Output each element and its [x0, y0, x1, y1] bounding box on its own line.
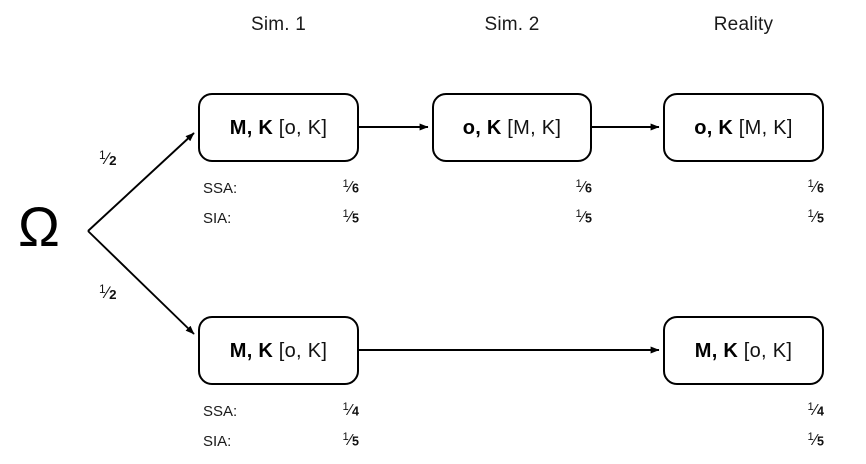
metric-value-ssa-top-sim1: 1⁄6: [342, 178, 360, 196]
metric-label-sia-top: SIA:: [203, 210, 232, 227]
node-box-bottom-reality[interactable]: M, K [o, K]: [663, 316, 824, 385]
node-box-top-sim1[interactable]: M, K [o, K]: [198, 93, 359, 162]
fraction-one-half-upper: 1⁄2: [99, 148, 117, 169]
metric-value-sia-bottom-sim1: 1⁄5: [342, 431, 360, 449]
metric-label-sia-bottom: SIA:: [203, 433, 232, 450]
metric-label-ssa-top: SSA:: [203, 180, 238, 197]
node-box-bottom-reality-text: M, K [o, K]: [694, 339, 793, 362]
column-header-reality: Reality: [713, 14, 774, 35]
node-box-top-sim2[interactable]: o, K [M, K]: [432, 93, 592, 162]
metric-value-ssa-top-reality: 1⁄6: [807, 178, 825, 196]
node-box-top-reality[interactable]: o, K [M, K]: [663, 93, 824, 162]
node-box-top-reality-text: o, K [M, K]: [694, 116, 793, 139]
column-header-sim1: Sim. 1: [250, 14, 307, 35]
metric-value-sia-top-sim1: 1⁄5: [342, 208, 360, 226]
node-box-bottom-sim1-text: M, K [o, K]: [229, 339, 328, 362]
metric-value-ssa-top-sim2: 1⁄6: [575, 178, 593, 196]
metric-value-sia-top-reality: 1⁄5: [807, 208, 825, 226]
metric-label-ssa-bottom: SSA:: [203, 403, 238, 420]
branch-probability-lower: 1⁄2: [99, 282, 117, 303]
branch-edge-upper: [87, 132, 195, 232]
branch-probability-upper: 1⁄2: [99, 148, 117, 169]
metric-value-sia-bottom-reality: 1⁄5: [807, 431, 825, 449]
metric-value-ssa-bottom-reality: 1⁄4: [807, 401, 825, 419]
root-node-omega: Ω: [18, 195, 60, 258]
node-box-top-sim2-text: o, K [M, K]: [462, 116, 562, 139]
node-box-top-sim1-text: M, K [o, K]: [229, 116, 328, 139]
column-header-sim2: Sim. 2: [484, 14, 540, 35]
metric-value-ssa-bottom-sim1: 1⁄4: [342, 401, 360, 419]
metric-value-sia-top-sim2: 1⁄5: [575, 208, 593, 226]
node-box-bottom-sim1[interactable]: M, K [o, K]: [198, 316, 359, 385]
fraction-one-half-lower: 1⁄2: [99, 282, 117, 303]
branch-edge-lower: [87, 230, 195, 335]
